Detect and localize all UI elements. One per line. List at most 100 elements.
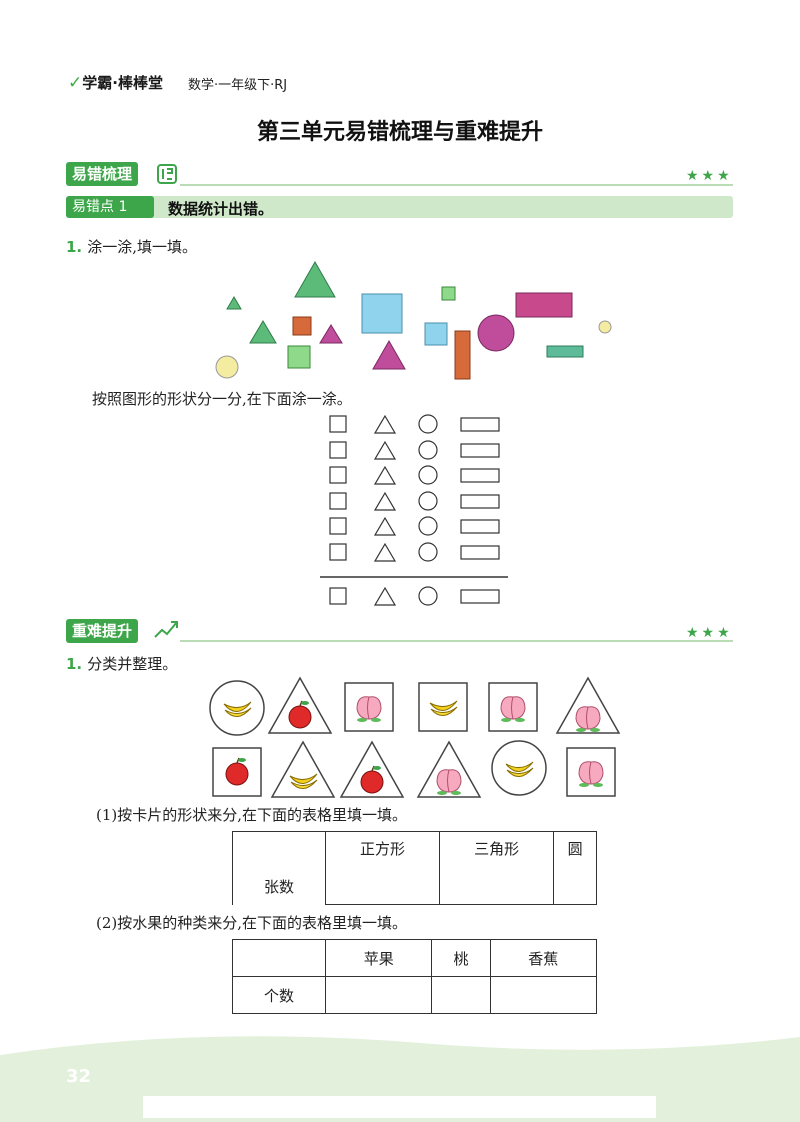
tally-rectangle-cell xyxy=(460,494,500,509)
tally-triangle-cell xyxy=(373,516,397,536)
square-shape xyxy=(361,293,403,334)
question-number: 1. xyxy=(66,238,83,256)
rectangle-shape xyxy=(454,330,471,380)
graph-icon xyxy=(157,164,177,184)
difficulty-stars: ★★★ xyxy=(686,625,733,641)
tally-triangle-cell xyxy=(373,414,397,434)
circle-shape xyxy=(477,314,515,352)
sub-question-1: (1)按卡片的形状来分,在下面的表格里填一填。 xyxy=(96,806,408,824)
answer-cell[interactable] xyxy=(324,866,441,905)
footer-blank-strip xyxy=(143,1096,656,1118)
col-header-banana: 香蕉 xyxy=(489,939,598,977)
row-label: 张数 xyxy=(263,878,294,896)
section-advanced-header: 重难提升 xyxy=(66,619,139,643)
question-text: 涂一涂,填一填。 xyxy=(87,238,198,256)
card-circle-banana xyxy=(209,680,265,736)
rectangle-shape xyxy=(546,345,584,358)
leaf-icon: ✓ xyxy=(68,73,83,93)
tally-circle-cell xyxy=(418,465,438,485)
tally-circle-cell xyxy=(418,440,438,460)
tally-circle-cell xyxy=(418,516,438,536)
subject-label: 数学·一年级下·RJ xyxy=(188,78,288,93)
tally-square-cell xyxy=(329,543,347,561)
section-divider xyxy=(180,640,733,642)
question-2: 1. 分类并整理。 xyxy=(66,653,177,674)
section-tag: 重难提升 xyxy=(66,619,139,643)
tally-rectangle-cell xyxy=(460,443,500,458)
sub-question-2: (2)按水果的种类来分,在下面的表格里填一填。 xyxy=(96,914,408,932)
question-text: 分类并整理。 xyxy=(87,655,178,673)
circle-shape xyxy=(598,320,612,334)
corner-cell xyxy=(232,939,326,977)
card-square-peach xyxy=(566,747,616,797)
tally-circle-cell xyxy=(418,586,438,606)
col-header-square: 正方形 xyxy=(324,831,441,866)
square-shape xyxy=(292,316,312,336)
section-divider xyxy=(180,184,733,186)
card-square-banana xyxy=(418,682,468,732)
trend-arrow-icon xyxy=(154,621,178,638)
shape-collection xyxy=(215,260,612,380)
triangle-shape xyxy=(294,260,336,298)
fruit-count-table: 苹果 桃 香蕉 个数 xyxy=(232,939,598,1014)
section-errors-header: 易错梳理 xyxy=(66,162,139,186)
col-header-triangle: 三角形 xyxy=(439,831,555,866)
brand-logo: ✓学霸·棒棒堂 xyxy=(68,72,163,93)
tally-triangle-cell xyxy=(373,491,397,511)
tally-square-cell xyxy=(329,466,347,484)
circle-shape xyxy=(215,355,239,379)
square-shape xyxy=(441,286,456,301)
page-number: 32 xyxy=(66,1066,92,1087)
error-point-text: 数据统计出错。 xyxy=(168,200,274,218)
row-label: 个数 xyxy=(232,976,326,1014)
card-triangle-peach xyxy=(416,740,482,798)
answer-cell[interactable] xyxy=(489,976,598,1014)
tally-grid xyxy=(320,414,508,606)
question-number: 1. xyxy=(66,655,83,673)
card-circle-banana xyxy=(491,740,547,796)
answer-cell[interactable] xyxy=(553,866,597,905)
col-header-apple: 苹果 xyxy=(324,939,433,977)
tally-triangle-cell xyxy=(373,542,397,562)
page-title: 第三单元易错梳理与重难提升 xyxy=(256,120,543,145)
square-shape xyxy=(424,322,448,346)
tally-square-cell xyxy=(329,517,347,535)
row-label-cell: 张数 xyxy=(232,831,326,905)
fruit-cards-row-2 xyxy=(212,740,616,798)
tally-triangle-cell xyxy=(373,440,397,460)
tally-rectangle-cell xyxy=(460,589,500,604)
fruit-cards-row-1 xyxy=(209,676,621,736)
difficulty-stars: ★★★ xyxy=(686,168,733,184)
tally-square-cell xyxy=(329,415,347,433)
triangle-shape xyxy=(249,320,277,344)
col-header-peach: 桃 xyxy=(431,939,491,977)
card-triangle-peach xyxy=(555,676,621,734)
triangle-shape xyxy=(226,296,242,310)
card-square-apple xyxy=(212,747,262,797)
tally-triangle-cell xyxy=(373,465,397,485)
card-square-peach xyxy=(488,682,538,732)
tally-rectangle-cell xyxy=(460,468,500,483)
tally-circle-cell xyxy=(418,491,438,511)
answer-cell[interactable] xyxy=(324,976,433,1014)
tally-circle-cell xyxy=(418,542,438,562)
section-tag: 易错梳理 xyxy=(66,162,139,186)
tally-square-cell xyxy=(329,492,347,510)
card-triangle-banana xyxy=(270,740,336,798)
card-triangle-apple xyxy=(267,676,333,734)
tally-rectangle-cell xyxy=(460,519,500,534)
rectangle-shape xyxy=(515,292,573,318)
tally-rectangle-cell xyxy=(460,417,500,432)
error-point-bar xyxy=(66,196,733,218)
triangle-shape xyxy=(319,324,343,344)
answer-cell[interactable] xyxy=(439,866,555,905)
tally-square-cell xyxy=(329,441,347,459)
tally-square-cell xyxy=(329,587,347,605)
card-square-peach xyxy=(344,682,394,732)
error-point-tag: 易错点 1 xyxy=(66,196,154,218)
brand-name: 学霸·棒棒堂 xyxy=(82,74,163,92)
question-1: 1. 涂一涂,填一填。 xyxy=(66,236,197,257)
answer-cell[interactable] xyxy=(431,976,491,1014)
tally-circle-cell xyxy=(418,414,438,434)
instruction-text: 按照图形的形状分一分,在下面涂一涂。 xyxy=(92,390,352,408)
